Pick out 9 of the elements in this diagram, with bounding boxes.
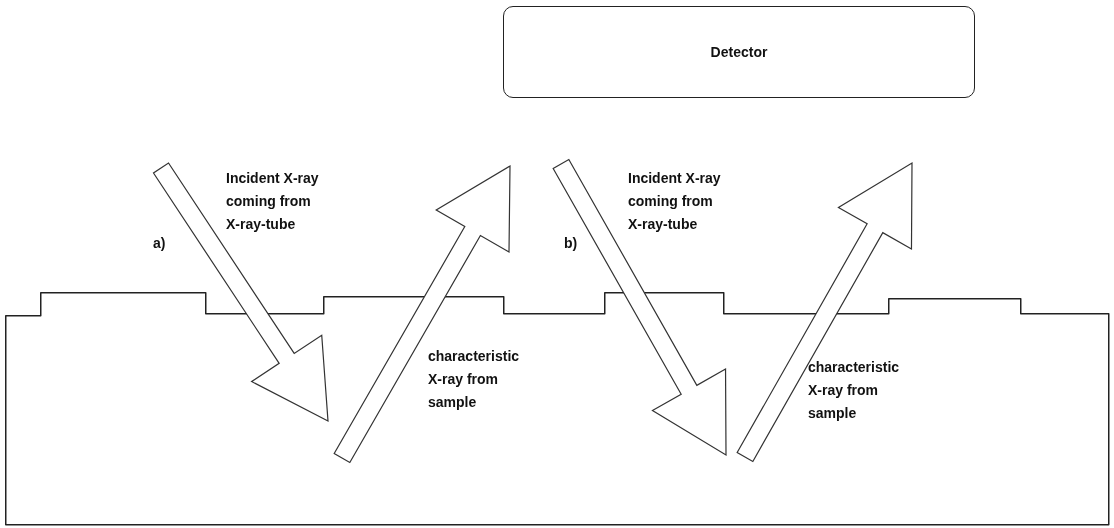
panel-label: b) xyxy=(564,234,579,253)
beam-label: Incident X-ray coming from X-ray-tube xyxy=(628,169,722,234)
detector-label: Detector xyxy=(710,44,768,60)
beam-label: Incident X-ray coming from X-ray-tube xyxy=(226,169,320,234)
detector-box xyxy=(503,6,975,98)
sample-block xyxy=(5,292,1109,525)
beam-label: characteristic X-ray from sample xyxy=(428,347,521,412)
beam-label: characteristic X-ray from sample xyxy=(808,358,901,423)
panel-label: a) xyxy=(153,234,167,253)
